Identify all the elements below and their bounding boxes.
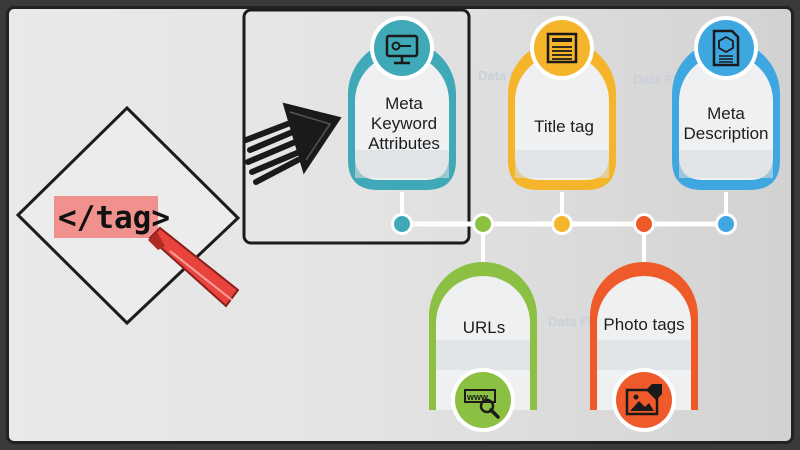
- card-label-meta-keyword: Meta Keyword Attributes: [368, 94, 440, 153]
- icon-disc: [374, 20, 430, 76]
- connector-dot: [636, 216, 652, 232]
- connector-dot: [554, 216, 570, 232]
- focus-box: [242, 8, 471, 245]
- icon-disc: [534, 20, 590, 76]
- tag-text: </tag>: [58, 200, 170, 236]
- icon-disc: [698, 20, 754, 76]
- card-inner: [515, 54, 609, 180]
- svg-text:www: www: [466, 392, 489, 402]
- monitor-key-icon: [385, 34, 419, 65]
- html-tag-diamond: </tag>: [15, 105, 241, 326]
- card-bottom: www: [429, 262, 537, 432]
- card-top: [672, 16, 780, 190]
- image-tag-icon: [625, 384, 662, 416]
- document-cube-icon: [712, 29, 740, 67]
- tag-highlight: [54, 196, 158, 238]
- connector-dot: [718, 216, 734, 232]
- cards-layer: www: [348, 16, 780, 432]
- card-bottom: [590, 262, 698, 432]
- card-shade: [679, 150, 773, 178]
- connector-dot: [394, 216, 410, 232]
- card-inner: [679, 54, 773, 180]
- marker-icon: [148, 226, 240, 308]
- www-search-icon: www: [464, 389, 500, 419]
- card-label-title-tag: Title tag: [534, 117, 594, 136]
- card-shade: [436, 340, 530, 370]
- card-shade: [355, 150, 449, 178]
- card-inner: [355, 54, 449, 180]
- card-top: [348, 16, 456, 190]
- connector-dots: [391, 213, 737, 235]
- card-shade: [597, 340, 691, 370]
- card-top: [508, 16, 616, 190]
- connector-dot: [475, 216, 491, 232]
- icon-disc: [616, 372, 672, 428]
- marker-tip: [148, 232, 165, 250]
- card-label-urls: URLs: [462, 318, 506, 337]
- marker-highlight-line: [169, 250, 233, 301]
- card-shade: [515, 150, 609, 178]
- card-label-photo-tags: Photo tags: [603, 315, 685, 334]
- scribble-arrow-icon: [243, 102, 342, 185]
- card-label-meta-description: Meta Description: [683, 104, 769, 143]
- document-lines-icon: [546, 32, 578, 64]
